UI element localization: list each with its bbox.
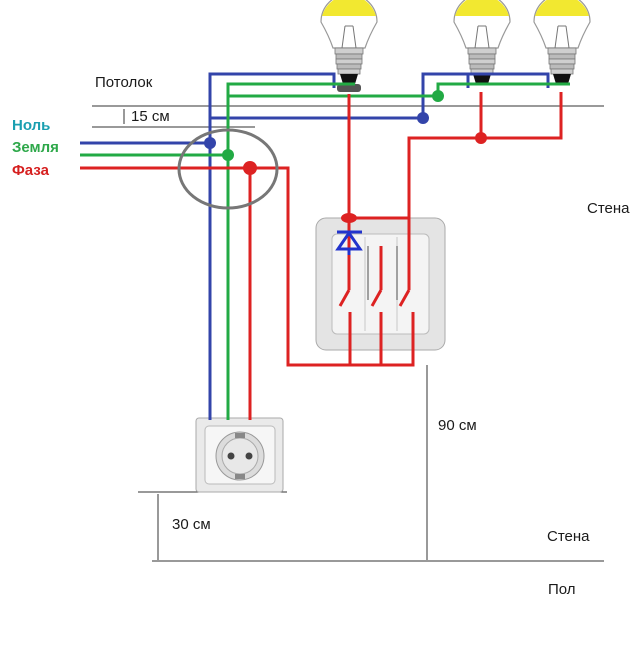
- legend-neutral: Ноль: [12, 117, 50, 134]
- switch-blade-1: [338, 289, 351, 307]
- ground-wire-bulb-1: [226, 82, 355, 420]
- switch-contacts: [338, 216, 415, 350]
- wall-bottom-label: Стена: [547, 528, 590, 545]
- switch-blade-2: [370, 289, 383, 307]
- connection-dots: [204, 90, 487, 223]
- indicator-diode-icon: [335, 230, 363, 255]
- light-bulb-icon: [533, 0, 591, 84]
- phase-wire-bulbs-2-3: [407, 92, 563, 218]
- floor-label: Пол: [548, 581, 576, 598]
- switch-height-label: 90 см: [438, 417, 477, 434]
- phase-junction-dot: [243, 161, 257, 175]
- phase-ceiling-dot: [475, 132, 487, 144]
- junction-box-icon: [177, 128, 279, 210]
- switch-wire-guides: [367, 246, 398, 300]
- light-bulb-icon: [453, 0, 511, 84]
- ceiling-gap-label: 15 см: [131, 108, 170, 125]
- phase-wires: [80, 92, 563, 420]
- phase-wire-switch-in: [250, 166, 415, 367]
- legend-ground: Земля: [12, 139, 59, 156]
- ground-junction-dot: [222, 149, 234, 161]
- light-bulb-icon: [320, 0, 378, 92]
- neutral-junction-dot: [204, 137, 216, 149]
- ground-ceiling-dot: [432, 90, 444, 102]
- neutral-ceiling-dot: [417, 112, 429, 124]
- ceiling-label: Потолок: [95, 74, 153, 91]
- neutral-wires: [80, 72, 550, 420]
- power-socket-icon: [195, 417, 284, 493]
- neutral-wire-bulb-1: [208, 72, 336, 420]
- switch-blade-3: [398, 289, 411, 307]
- socket-height-label: 30 см: [172, 516, 211, 533]
- wall-right-label: Стена: [587, 200, 630, 217]
- phase-switch-dot: [341, 213, 357, 223]
- legend-phase: Фаза: [12, 162, 50, 179]
